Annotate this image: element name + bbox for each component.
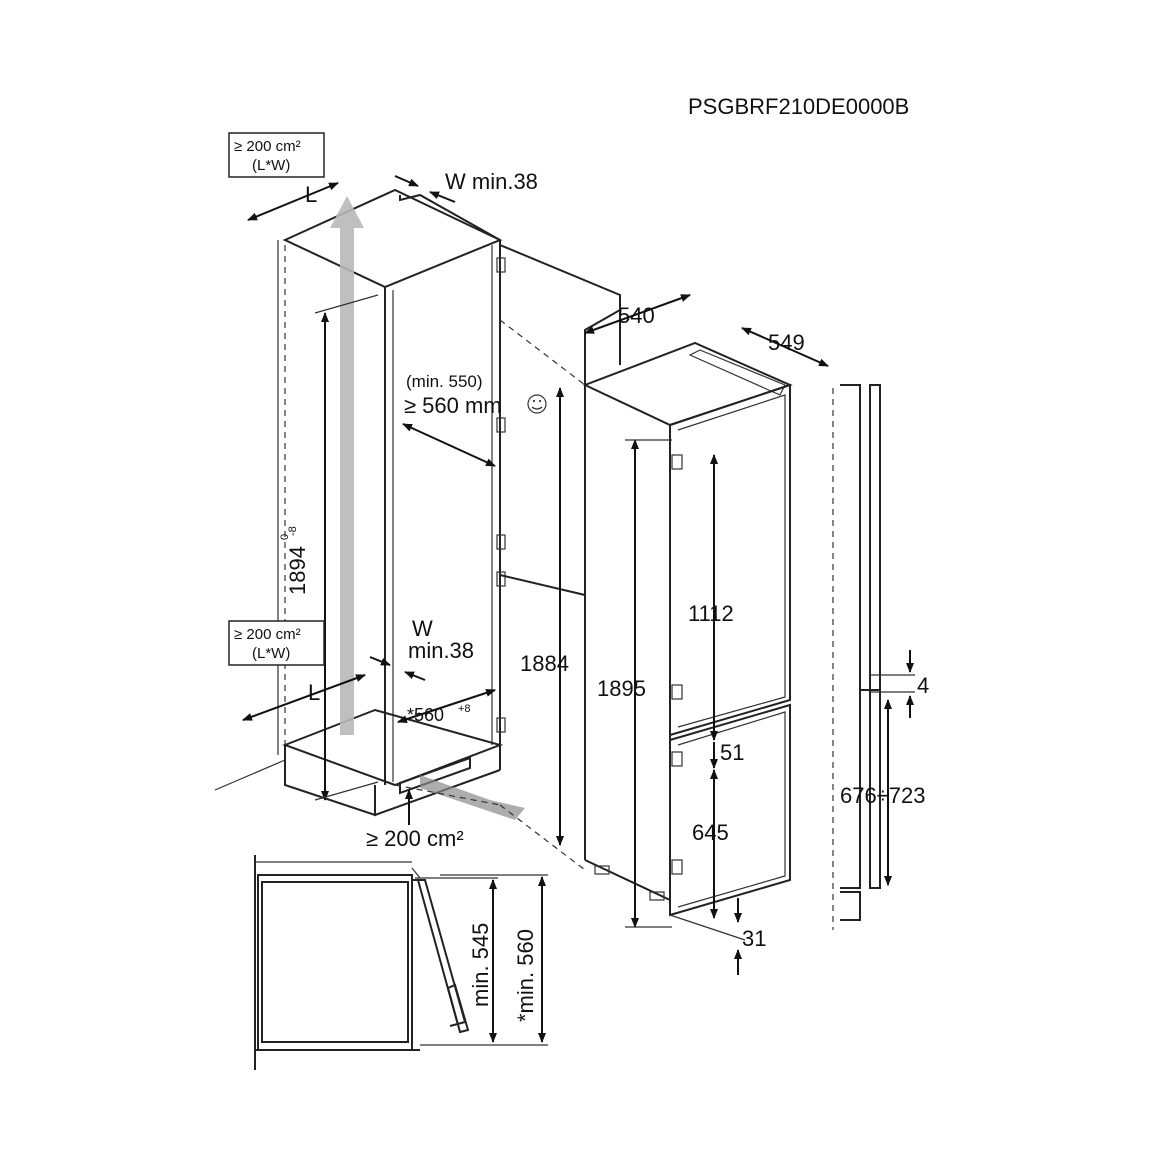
vent-top-l-label: L <box>305 182 317 207</box>
vent-top-lw: (L*W) <box>252 157 290 174</box>
appliance-depth: 549 <box>768 330 805 355</box>
niche-height-tol-lower: -8 <box>287 526 299 536</box>
appliance-body <box>582 309 793 917</box>
niche-base-vent: ≥ 200 cm² <box>366 826 464 851</box>
vent-top-w-label: W min.38 <box>445 169 538 194</box>
appliance-width: 540 <box>618 303 655 328</box>
niche-width-tol: +8 <box>458 703 471 715</box>
appliance-total-height: 1884 <box>520 651 569 676</box>
vent-bottom-w-label-2: min.38 <box>408 638 474 663</box>
appliance-bottom-gap: 31 <box>742 926 766 951</box>
vent-bottom-w-label-1: W <box>412 616 433 641</box>
appliance-gap: 51 <box>720 740 744 765</box>
model-code: PSGBRF210DE0000B <box>688 94 909 119</box>
niche-width: *560 <box>407 705 444 725</box>
door-side-gap: 4 <box>917 673 929 698</box>
smiley-icon <box>527 394 547 414</box>
niche-height: 1894 <box>285 546 310 595</box>
vent-bottom-l-label: L <box>308 680 320 705</box>
niche-depth: ≥ 560 mm <box>404 393 502 418</box>
door-side-profile <box>832 384 881 930</box>
niche-depth-min: (min. 550) <box>406 372 483 391</box>
appliance-lower-door: 645 <box>692 820 729 845</box>
appliance-door-height: 1895 <box>597 676 646 701</box>
side-section <box>254 855 470 1070</box>
airflow-arrows <box>330 196 525 820</box>
appliance-upper-door: 1112 <box>688 601 734 626</box>
vent-top-label: ≥ 200 cm² (L*W) <box>228 132 325 178</box>
side-min-depth-2: *min. 560 <box>513 929 538 1022</box>
vent-top-area: ≥ 200 cm² <box>234 138 301 155</box>
vent-bottom-lw: (L*W) <box>252 645 290 662</box>
side-min-depth-1: min. 545 <box>468 923 493 1007</box>
niche-height-tol-upper: 0 <box>279 534 291 540</box>
vent-bottom-area: ≥ 200 cm² <box>234 626 301 643</box>
door-side-range: 676÷723 <box>840 783 926 808</box>
vent-bottom-label: ≥ 200 cm² (L*W) <box>228 620 325 666</box>
